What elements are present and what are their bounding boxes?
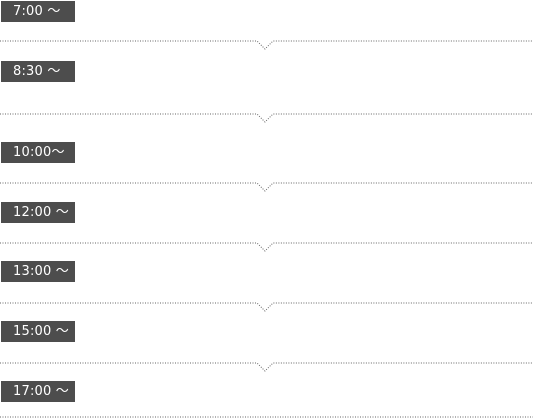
bottom-divider xyxy=(0,416,533,418)
time-badge-4: 12:00 〜 xyxy=(1,202,75,223)
chevron-divider-3 xyxy=(0,182,533,192)
chevron-divider-2 xyxy=(0,113,533,123)
chevron-divider-6 xyxy=(0,362,533,372)
time-badge-6: 15:00 〜 xyxy=(1,321,75,342)
time-badge-5: 13:00 〜 xyxy=(1,261,75,282)
time-badge-7: 17:00 〜 xyxy=(1,381,75,402)
time-badge-3: 10:00〜 xyxy=(1,142,75,163)
chevron-divider-5 xyxy=(0,302,533,312)
time-badge-2: 8:30 〜 xyxy=(1,61,75,82)
time-badge-1: 7:00 〜 xyxy=(1,1,75,22)
chevron-divider-4 xyxy=(0,242,533,252)
chevron-divider-1 xyxy=(0,40,533,50)
